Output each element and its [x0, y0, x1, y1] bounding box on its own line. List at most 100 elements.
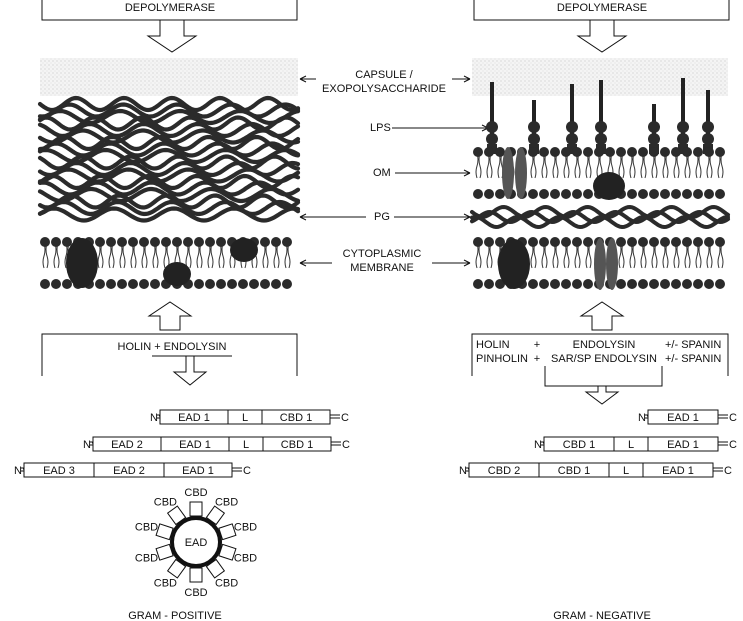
cbd-label: CBD — [234, 522, 257, 534]
sar-sp-endolysin-label: SAR/SP ENDOLYSIN — [551, 353, 657, 365]
pinholin-channel — [594, 238, 606, 290]
membrane-arrow-right — [432, 259, 471, 267]
lysis-box-right — [471, 333, 729, 376]
cbd-label: CBD — [135, 522, 158, 534]
membrane-label-line1: CYTOPLASMIC — [343, 248, 422, 260]
capsule-label-line2: EXOPOLYSACCHARIDE — [322, 83, 446, 95]
lysis-down-arrow-right — [584, 385, 620, 405]
porin — [515, 147, 527, 199]
domain-label: EAD 3 — [43, 465, 75, 477]
ead-core — [170, 516, 222, 568]
c-terminus-label: C — [729, 412, 737, 424]
domain-label: EAD 1 — [667, 412, 699, 424]
domain-label: CBD 1 — [281, 439, 313, 451]
c-terminus-label: C — [342, 439, 350, 451]
cbd-subunit — [155, 523, 174, 541]
n-terminus-label: N — [150, 412, 158, 424]
n-terminus-label: N — [83, 439, 91, 451]
lps-arrow — [392, 124, 489, 132]
domain-label: EAD 1 — [667, 439, 699, 451]
domain-label: L — [628, 439, 634, 451]
domain-label: L — [242, 412, 248, 424]
n-terminus-label: N — [459, 465, 467, 477]
n-terminus-label: N — [534, 439, 542, 451]
plus-sign-1: + — [534, 339, 540, 351]
domain-label: CBD 2 — [488, 465, 520, 477]
depolymerase-arrow-right — [576, 19, 628, 53]
c-terminus-label: C — [729, 439, 737, 451]
om-arrow — [395, 169, 471, 177]
n-terminus-label: N — [14, 465, 22, 477]
spanin-label-1: +/- SPANIN — [665, 339, 721, 351]
pinholin-label: PINHOLIN — [476, 353, 528, 365]
gram-positive-caption: GRAM - POSITIVE — [128, 610, 222, 621]
center-labels: CAPSULE / EXOPOLYSACCHARIDE LPS OM PG CY… — [299, 69, 489, 274]
depolymerase-label-left: DEPOLYMERASE — [125, 2, 215, 14]
depolymerase-arrow-left — [146, 19, 198, 53]
lysis-box-left — [41, 333, 298, 376]
protein-domain — [163, 462, 233, 478]
pg-label: PG — [374, 211, 390, 223]
cbd-subunit — [218, 543, 237, 561]
membrane-label-line2: MEMBRANE — [350, 262, 414, 274]
membrane-protein — [498, 239, 530, 289]
cbd-subunit — [189, 567, 203, 583]
porin — [502, 147, 514, 199]
om-label: OM — [373, 167, 391, 179]
cbd-subunit — [166, 505, 187, 526]
pinholin-channel — [606, 238, 618, 290]
capsule-left — [40, 58, 298, 96]
domain-label: L — [623, 465, 629, 477]
outer-membrane — [473, 147, 725, 200]
protein-domain — [642, 462, 714, 478]
membrane-arrow-left — [299, 259, 332, 267]
cbd-subunit — [218, 523, 237, 541]
ead-core-label: EAD — [185, 537, 208, 549]
thin-peptidoglycan-layer — [470, 204, 730, 230]
domain-label: EAD 1 — [662, 465, 694, 477]
protein-domain — [647, 436, 719, 452]
lysis-bracket-right — [544, 366, 663, 387]
cbd-label: CBD — [215, 497, 238, 509]
cbd-subunit — [189, 501, 203, 517]
thick-peptidoglycan-layer — [37, 95, 301, 223]
c-terminus-label: C — [341, 412, 349, 424]
membrane-protein — [163, 262, 191, 286]
domain-label: EAD 1 — [179, 439, 211, 451]
protein-domain — [262, 436, 332, 452]
capsule-arrow-right — [452, 75, 471, 83]
c-terminus-label: C — [724, 465, 732, 477]
cbd-label: CBD — [215, 578, 238, 590]
protein-domain — [647, 409, 719, 425]
lps-label: LPS — [370, 122, 391, 134]
domain-label: CBD 1 — [558, 465, 590, 477]
protein-domain — [261, 409, 331, 425]
cbd-subunit — [166, 558, 187, 579]
endolysin-label: ENDOLYSIN — [573, 339, 636, 351]
plus-sign-2: + — [534, 353, 540, 365]
spanin-label-2: +/- SPANIN — [665, 353, 721, 365]
holin-label: HOLIN — [476, 339, 510, 351]
cbd-subunit — [205, 558, 226, 579]
depolymerase-label-right: DEPOLYMERASE — [557, 2, 647, 14]
om-protein — [593, 172, 625, 200]
n-terminus-label: N — [638, 412, 646, 424]
lysis-up-arrow-left — [147, 301, 193, 331]
capsule-arrow-left — [299, 75, 316, 83]
membrane-protein — [66, 238, 98, 288]
cbd-label: CBD — [234, 553, 257, 565]
domain-label: EAD 1 — [178, 412, 210, 424]
domain-label: EAD 1 — [182, 465, 214, 477]
lysis-up-arrow-right — [579, 301, 625, 331]
cbd-label: CBD — [154, 497, 177, 509]
cbd-label: CBD — [184, 587, 207, 599]
gram-negative-panel: DEPOLYMERASE HOLIN + ENDOLYSIN +/- SPANI… — [459, 0, 737, 621]
pg-arrow-right — [394, 213, 471, 221]
capsule-label-line1: CAPSULE / — [355, 69, 413, 81]
cbd-subunit — [205, 505, 226, 526]
